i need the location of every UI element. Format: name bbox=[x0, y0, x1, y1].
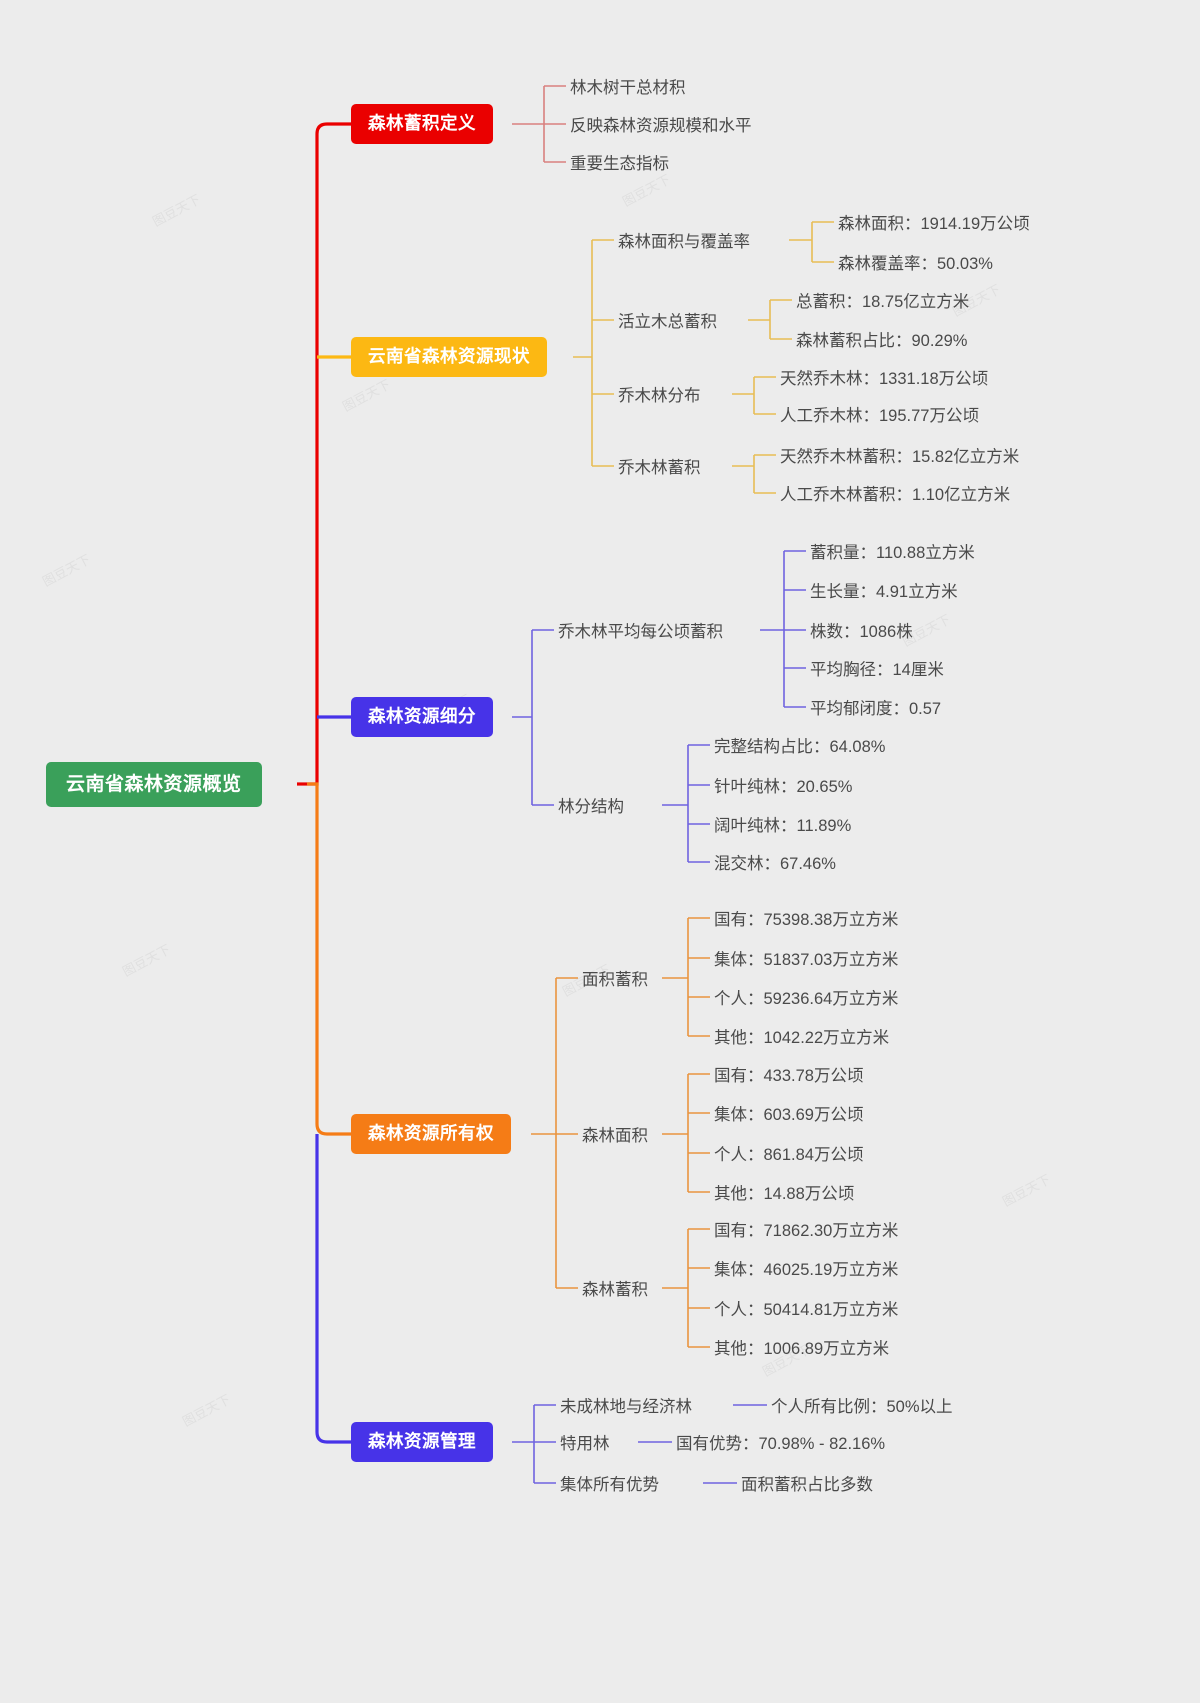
leaf-node[interactable]: 国有：75398.38万立方米 bbox=[714, 911, 899, 929]
subnode[interactable]: 特用林 bbox=[560, 1435, 610, 1453]
leaf-node[interactable]: 森林面积：1914.19万公顷 bbox=[838, 215, 1030, 233]
subnode[interactable]: 集体所有优势 bbox=[560, 1476, 659, 1494]
leaf-node[interactable]: 集体：603.69万公顷 bbox=[714, 1106, 864, 1124]
leaf-node[interactable]: 集体：51837.03万立方米 bbox=[714, 951, 899, 969]
subnode[interactable]: 乔木林分布 bbox=[618, 387, 701, 405]
leaf-node[interactable]: 个人：59236.64万立方米 bbox=[714, 990, 899, 1008]
watermark: 图豆天下 bbox=[339, 376, 393, 415]
watermark: 图豆天下 bbox=[999, 1171, 1053, 1210]
leaf-node[interactable]: 平均郁闭度：0.57 bbox=[810, 700, 942, 718]
leaf-node[interactable]: 人工乔木林蓄积：1.10亿立方米 bbox=[780, 486, 1011, 504]
branch-node-forest-stock-definition[interactable]: 森林蓄积定义 bbox=[351, 104, 493, 144]
watermark: 图豆天下 bbox=[119, 941, 173, 980]
leaf-node[interactable]: 天然乔木林：1331.18万公顷 bbox=[780, 370, 989, 388]
leaf-node[interactable]: 国有：433.78万公顷 bbox=[714, 1067, 864, 1085]
leaf-node[interactable]: 个人：861.84万公顷 bbox=[714, 1146, 864, 1164]
leaf-node[interactable]: 个人：50414.81万立方米 bbox=[714, 1301, 899, 1319]
leaf-node[interactable]: 国有优势：70.98% - 82.16% bbox=[676, 1435, 886, 1453]
branch-node-forest-management[interactable]: 森林资源管理 bbox=[351, 1422, 493, 1462]
watermark: 图豆天下 bbox=[149, 191, 203, 230]
leaf-node[interactable]: 总蓄积：18.75亿立方米 bbox=[796, 293, 970, 311]
leaf-node[interactable]: 其他：1006.89万立方米 bbox=[714, 1340, 890, 1358]
leaf-node[interactable]: 针叶纯林：20.65% bbox=[714, 778, 853, 796]
leaf-node[interactable]: 天然乔木林蓄积：15.82亿立方米 bbox=[780, 448, 1020, 466]
subnode[interactable]: 未成林地与经济林 bbox=[560, 1398, 692, 1416]
leaf-node[interactable]: 生长量：4.91立方米 bbox=[810, 583, 958, 601]
leaf-node[interactable]: 人工乔木林：195.77万公顷 bbox=[780, 407, 979, 425]
leaf-node[interactable]: 其他：14.88万公顷 bbox=[714, 1185, 855, 1203]
watermark: 图豆天下 bbox=[179, 1391, 233, 1430]
leaf-node[interactable]: 面积蓄积占比多数 bbox=[741, 1476, 873, 1494]
leaf-node[interactable]: 株数：1086株 bbox=[810, 623, 913, 641]
subnode[interactable]: 森林蓄积 bbox=[582, 1281, 648, 1299]
leaf-node[interactable]: 阔叶纯林：11.89% bbox=[714, 817, 852, 835]
leaf-node[interactable]: 国有：71862.30万立方米 bbox=[714, 1222, 899, 1240]
leaf-node[interactable]: 个人所有比例：50%以上 bbox=[771, 1398, 953, 1416]
root-node[interactable]: 云南省森林资源概览 bbox=[46, 762, 262, 807]
leaf-node[interactable]: 平均胸径：14厘米 bbox=[810, 661, 944, 679]
branch-node-forest-ownership[interactable]: 森林资源所有权 bbox=[351, 1114, 511, 1154]
subnode[interactable]: 林分结构 bbox=[558, 798, 624, 816]
subnode[interactable]: 活立木总蓄积 bbox=[618, 313, 717, 331]
subnode[interactable]: 反映森林资源规模和水平 bbox=[570, 117, 752, 135]
branch-node-yunnan-forest-status[interactable]: 云南省森林资源现状 bbox=[351, 337, 547, 377]
leaf-node[interactable]: 森林蓄积占比：90.29% bbox=[796, 332, 968, 350]
leaf-node[interactable]: 混交林：67.46% bbox=[714, 855, 836, 873]
branch-node-forest-resource-breakdown[interactable]: 森林资源细分 bbox=[351, 697, 493, 737]
subnode[interactable]: 乔木林蓄积 bbox=[618, 459, 701, 477]
leaf-node[interactable]: 集体：46025.19万立方米 bbox=[714, 1261, 899, 1279]
subnode[interactable]: 重要生态指标 bbox=[570, 155, 669, 173]
leaf-node[interactable]: 蓄积量：110.88立方米 bbox=[810, 544, 975, 562]
subnode[interactable]: 乔木林平均每公顷蓄积 bbox=[558, 623, 723, 641]
leaf-node[interactable]: 完整结构占比：64.08% bbox=[714, 738, 886, 756]
subnode[interactable]: 森林面积与覆盖率 bbox=[618, 233, 750, 251]
watermark: 图豆天下 bbox=[39, 551, 93, 590]
subnode[interactable]: 森林面积 bbox=[582, 1127, 648, 1145]
watermark: 图豆天下 bbox=[619, 171, 673, 210]
subnode[interactable]: 面积蓄积 bbox=[582, 971, 648, 989]
leaf-node[interactable]: 森林覆盖率：50.03% bbox=[838, 255, 993, 273]
subnode[interactable]: 林木树干总材积 bbox=[570, 79, 686, 97]
leaf-node[interactable]: 其他：1042.22万立方米 bbox=[714, 1029, 890, 1047]
